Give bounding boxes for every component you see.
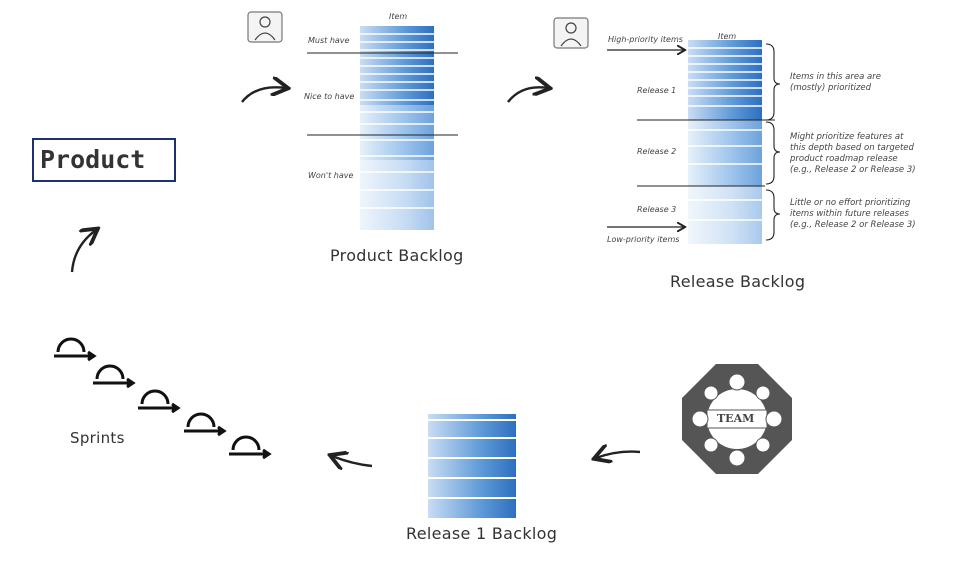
sprint-cycle-icon (229, 435, 272, 460)
sprint-cycle-icon (184, 412, 227, 437)
note-prioritized: Items in this area are (mostly) prioriti… (790, 72, 881, 93)
release-2-label: Release 2 (637, 147, 677, 156)
arrow-product-to-backlog (241, 87, 286, 103)
product-owner-icon (553, 17, 589, 49)
sprint-cycle-icon (54, 337, 97, 362)
product-backlog-stack (307, 26, 458, 230)
note-little-effort: Little or no effort prioritizing items w… (790, 198, 916, 230)
note-might-prioritize: Might prioritize features at this depth … (790, 132, 916, 175)
sprint-cycle-icon (138, 389, 181, 414)
product-box: Product (32, 138, 176, 182)
team-icon (682, 364, 792, 474)
level-nice-to-have: Nice to have (304, 92, 355, 101)
arrow-backlog-to-release (507, 87, 548, 103)
sprints-label: Sprints (70, 429, 125, 447)
arrow-sprints-to-product (70, 230, 96, 273)
level-must-have: Must have (308, 36, 350, 45)
release-backlog-item-header: Item (718, 32, 737, 41)
team-label: TEAM (717, 412, 755, 425)
product-owner-icon (247, 11, 283, 43)
flow-arrows (70, 87, 641, 466)
product-backlog-caption: Product Backlog (330, 246, 464, 265)
low-priority-label: Low-priority items (607, 235, 680, 244)
sprint-cycle-icon (93, 364, 136, 389)
release1-backlog-caption: Release 1 Backlog (406, 524, 558, 543)
release-backlog-caption: Release Backlog (670, 272, 806, 291)
arrow-release1-to-sprints (332, 456, 373, 466)
level-wont-have: Won't have (308, 171, 354, 180)
arrow-team-to-release1 (596, 452, 641, 458)
release-1-label: Release 1 (637, 86, 677, 95)
release-3-label: Release 3 (637, 205, 677, 214)
release-backlog-stack (607, 40, 781, 244)
release1-backlog-stack (428, 414, 516, 518)
product-backlog-item-header: Item (389, 12, 408, 21)
sprint-cycles (54, 337, 272, 460)
high-priority-label: High-priority items (608, 35, 683, 44)
